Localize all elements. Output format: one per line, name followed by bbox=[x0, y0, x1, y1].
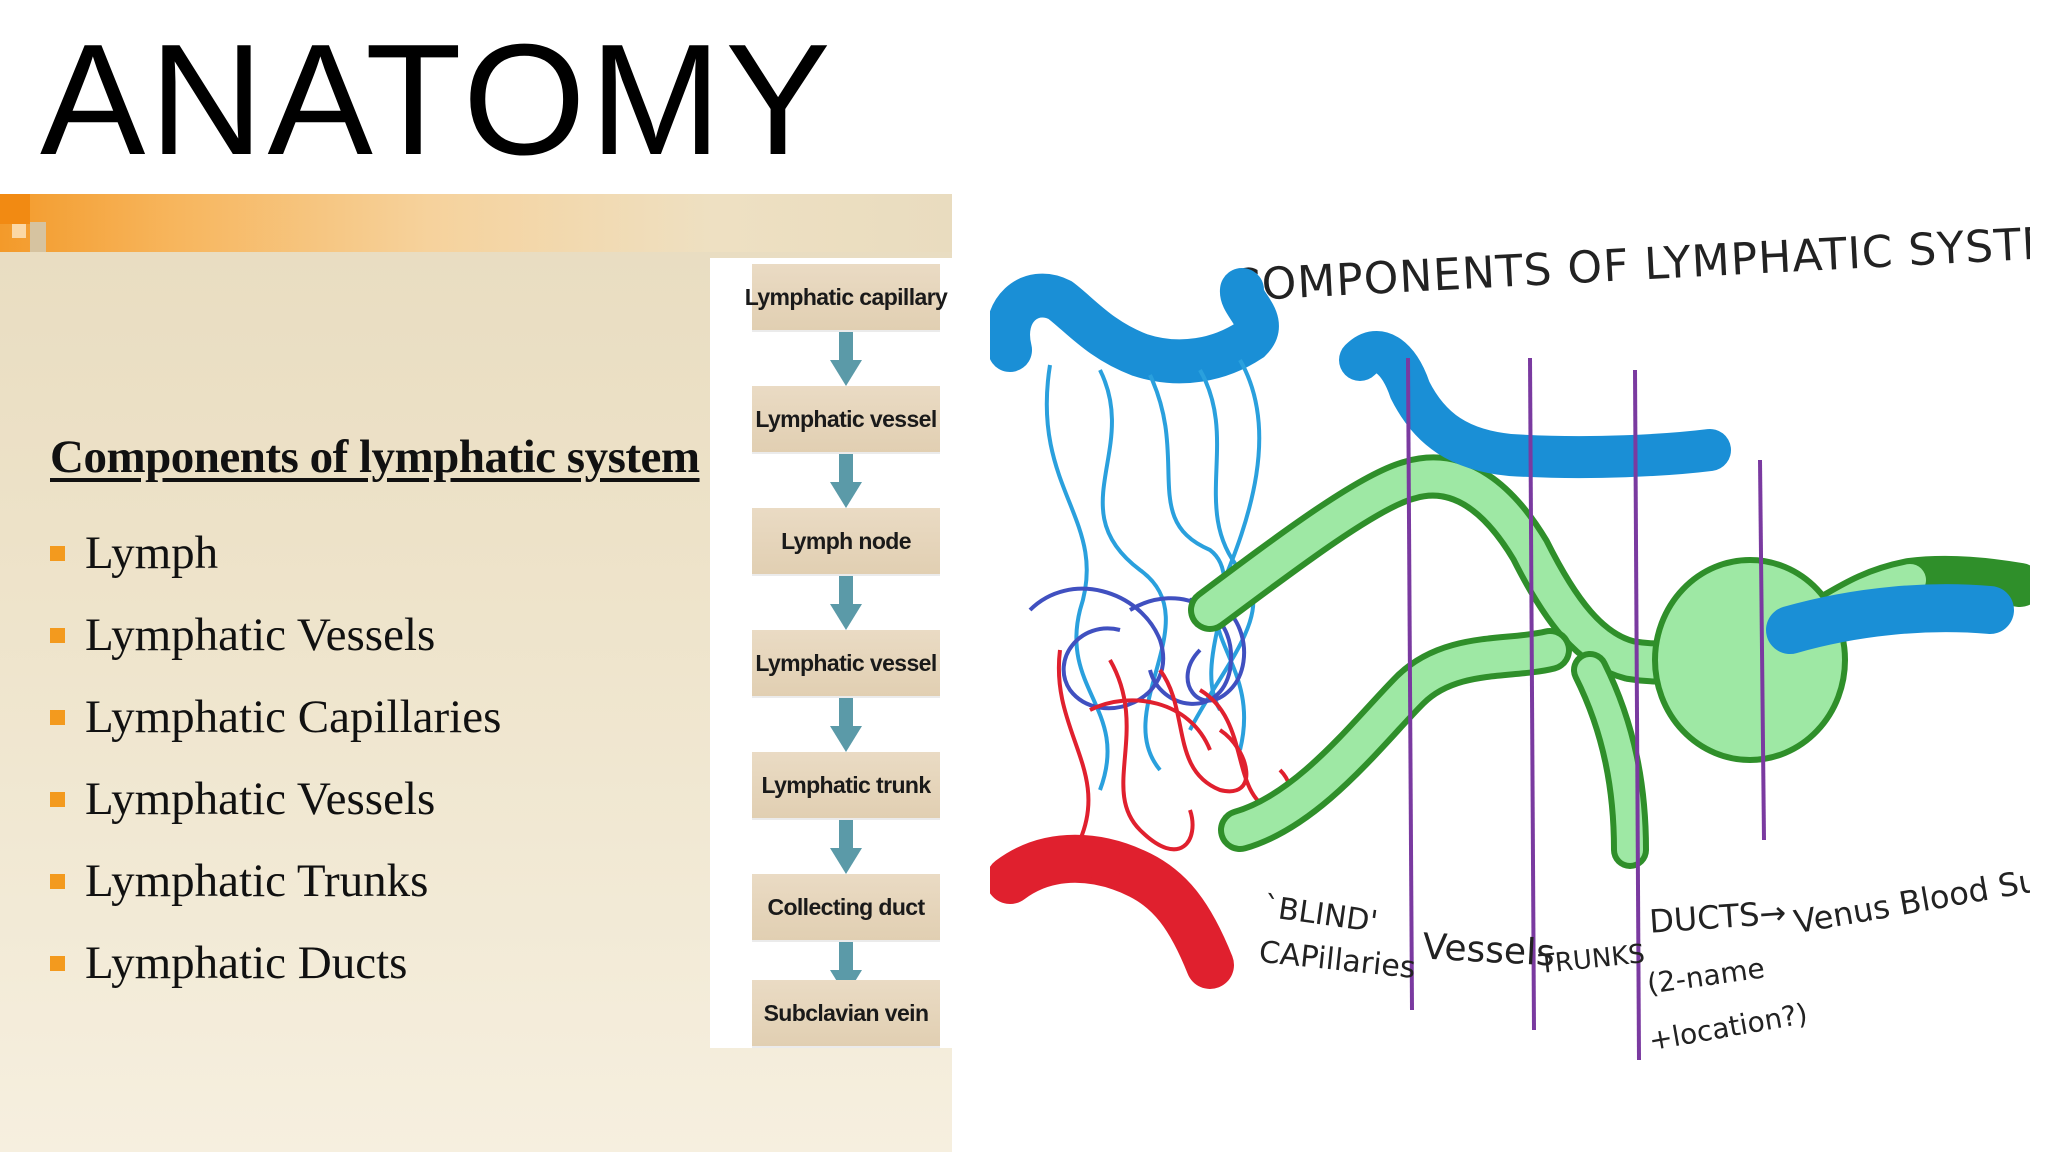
vein-shape bbox=[1766, 584, 2014, 654]
down-arrow-icon bbox=[830, 332, 862, 386]
section-divider bbox=[1406, 357, 1766, 1061]
list-item: Lymphatic Vessels bbox=[50, 758, 501, 840]
flow-step: Lymphatic vessel bbox=[752, 630, 940, 696]
banner-square bbox=[30, 222, 46, 252]
square-bullet-icon bbox=[50, 791, 65, 807]
flow-step: Lymphatic capillary bbox=[745, 264, 948, 330]
slide-title: ANATOMY bbox=[40, 12, 835, 188]
lymphatic-system-drawing: COMPONENTS OF LYMPHATIC SYSTEM bbox=[990, 216, 2030, 1061]
flow-step: Lymphatic vessel bbox=[752, 386, 940, 452]
down-arrow-icon bbox=[830, 820, 862, 874]
label-blind: `BLIND' bbox=[1261, 889, 1380, 940]
vein-shape bbox=[1339, 331, 1731, 479]
list-item: Lymphatic Ducts bbox=[50, 922, 501, 1004]
banner-square bbox=[0, 194, 30, 224]
square-bullet-icon bbox=[50, 627, 65, 643]
components-list: Lymph Lymphatic Vessels Lymphatic Capill… bbox=[50, 512, 501, 1004]
components-heading: Components of lymphatic system bbox=[50, 431, 700, 483]
list-item-label: Lymphatic Ducts bbox=[85, 937, 408, 989]
list-item-label: Lymphatic Vessels bbox=[85, 609, 436, 661]
square-bullet-icon bbox=[50, 709, 65, 725]
vein-shape bbox=[990, 268, 1279, 384]
flow-step: Lymphatic trunk bbox=[752, 752, 940, 818]
lymphatic-components-image: Components of lymphatic system Lymph Lym… bbox=[0, 194, 952, 1152]
label-ducts: DUCTS→ bbox=[1648, 893, 1787, 940]
artery-shape bbox=[990, 834, 1234, 989]
capillary-network bbox=[1028, 359, 1293, 880]
decorative-banner bbox=[0, 194, 952, 252]
label-capillaries: CAPillaries bbox=[1257, 935, 1417, 986]
down-arrow-icon bbox=[830, 576, 862, 630]
banner-square bbox=[12, 224, 26, 238]
down-arrow-icon bbox=[830, 698, 862, 752]
flow-step: Lymph node bbox=[752, 508, 940, 574]
label-vessels: Vessels bbox=[1422, 927, 1556, 975]
list-item: Lymph bbox=[50, 512, 501, 594]
list-item: Lymphatic Trunks bbox=[50, 840, 501, 922]
list-item-label: Lymph bbox=[85, 527, 219, 579]
square-bullet-icon bbox=[50, 545, 65, 561]
square-bullet-icon bbox=[50, 955, 65, 971]
label-ducts-note: (2-name bbox=[1645, 951, 1767, 1000]
flow-step: Collecting duct bbox=[752, 874, 940, 940]
list-item-label: Lymphatic Vessels bbox=[85, 773, 436, 825]
list-item: Lymphatic Vessels bbox=[50, 594, 501, 676]
list-item: Lymphatic Capillaries bbox=[50, 676, 501, 758]
list-item-label: Lymphatic Trunks bbox=[85, 855, 429, 907]
square-bullet-icon bbox=[50, 873, 65, 889]
lymph-flow-chart: Lymphatic capillary Lymphatic vessel Lym… bbox=[710, 258, 952, 1048]
label-ducts-location: +location?) bbox=[1646, 997, 1810, 1057]
drawing-title: COMPONENTS OF LYMPHATIC SYSTEM bbox=[1229, 216, 2030, 312]
lymphatic-vessels-shape bbox=[1188, 454, 2030, 869]
list-item-label: Lymphatic Capillaries bbox=[85, 691, 502, 743]
flow-step: Subclavian vein bbox=[752, 980, 940, 1046]
down-arrow-icon bbox=[830, 454, 862, 508]
label-venus-blood-supply: Venus Blood Supply bbox=[1791, 849, 2030, 941]
